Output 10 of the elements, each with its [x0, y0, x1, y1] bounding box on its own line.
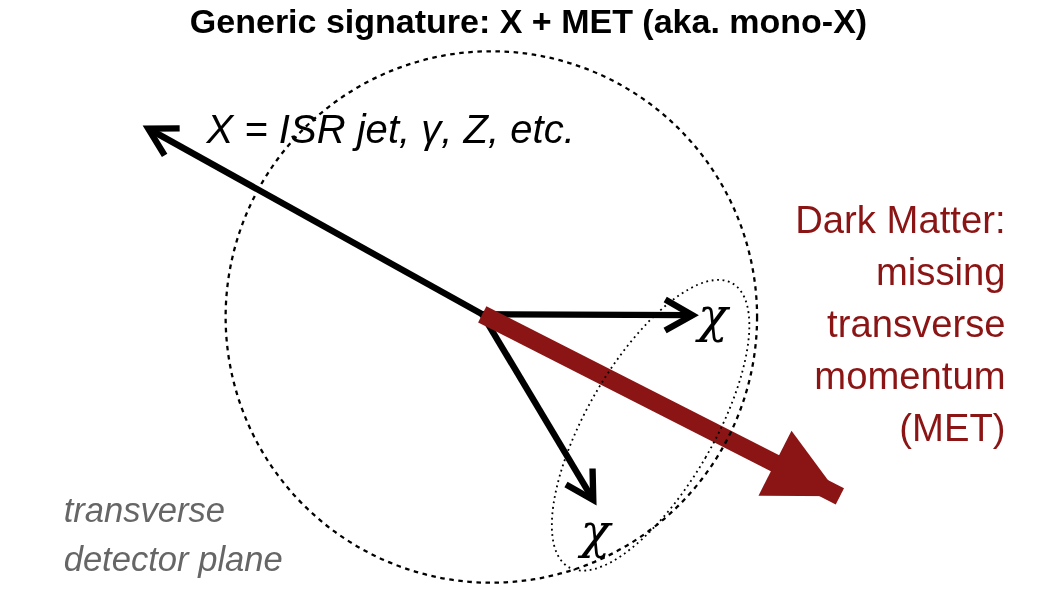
- arrow: [479, 312, 597, 504]
- arrow: [478, 306, 844, 505]
- title: Generic signature: X + MET (aka. mono-X): [188, 2, 869, 41]
- arrow: [145, 125, 484, 318]
- particle-symbol: χ: [697, 286, 728, 347]
- particle-label: X = ISR jet, γ, Z, etc.: [206, 105, 575, 154]
- arrow: [482, 296, 696, 334]
- description: missing transverse momentum (MET): [813, 249, 1006, 451]
- heading: Dark Matter:: [794, 197, 1006, 244]
- plane-label: transverse detector plane: [63, 489, 284, 581]
